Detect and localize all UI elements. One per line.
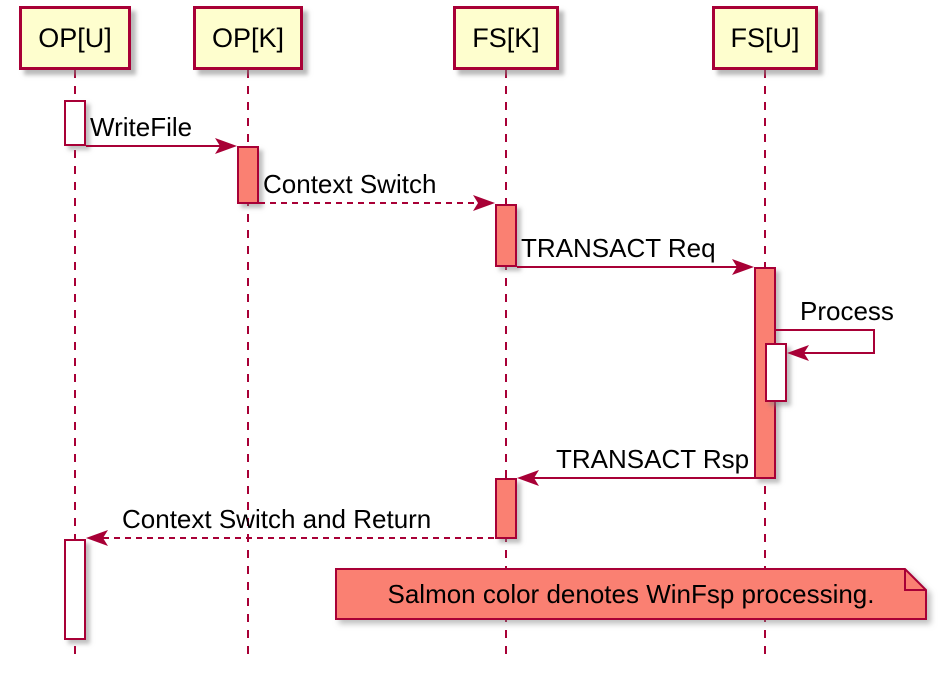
participant-box-op-u: OP[U] (19, 6, 131, 70)
lifeline-op-k (247, 70, 249, 654)
message-label: WriteFile (90, 112, 193, 142)
self-message-top-line (776, 329, 875, 331)
message-line (259, 202, 479, 204)
arrowhead-right-icon (473, 195, 495, 211)
message-label: Context Switch (263, 169, 437, 199)
message-line (517, 266, 738, 268)
message-label: TRANSACT Rsp (556, 444, 750, 474)
activation-fs-k-salmon-2 (495, 478, 517, 539)
note-fold-icon (904, 569, 926, 591)
message-label: Context Switch and Return (122, 504, 432, 534)
note-shape-icon (335, 568, 927, 620)
lifeline-fs-k (505, 70, 507, 654)
participant-box-fs-k: FS[K] (453, 6, 559, 70)
activation-op-k-salmon (237, 146, 259, 204)
arrowhead-left-icon (517, 470, 539, 486)
arrowhead-left-icon (86, 530, 108, 546)
activation-op-u-start (64, 100, 86, 146)
participant-label: FS[U] (730, 22, 800, 53)
participant-box-op-k: OP[K] (193, 6, 303, 70)
message-label: Process (800, 296, 894, 326)
note: Salmon color denotes WinFsp processing. (335, 568, 927, 620)
message-line (86, 145, 221, 147)
participant-label: OP[K] (211, 22, 285, 53)
note-text: Salmon color denotes WinFsp processing. (387, 578, 875, 609)
participant-box-fs-u: FS[U] (712, 6, 818, 70)
participant-label: OP[U] (38, 22, 112, 53)
arrowhead-left-icon (787, 345, 809, 361)
arrowhead-right-icon (215, 138, 237, 154)
self-message-vertical-line (873, 329, 875, 354)
activation-fs-k-salmon-1 (495, 204, 517, 267)
activation-fs-u-nested-white (765, 343, 787, 402)
self-message-bottom-line (793, 352, 875, 354)
participant-label: FS[K] (472, 22, 540, 53)
message-label: TRANSACT Req (521, 233, 716, 263)
activation-op-u-end (64, 539, 86, 640)
message-line (92, 537, 495, 539)
arrowhead-right-icon (732, 259, 754, 275)
lifeline-op-u (74, 70, 76, 654)
message-line (523, 477, 754, 479)
